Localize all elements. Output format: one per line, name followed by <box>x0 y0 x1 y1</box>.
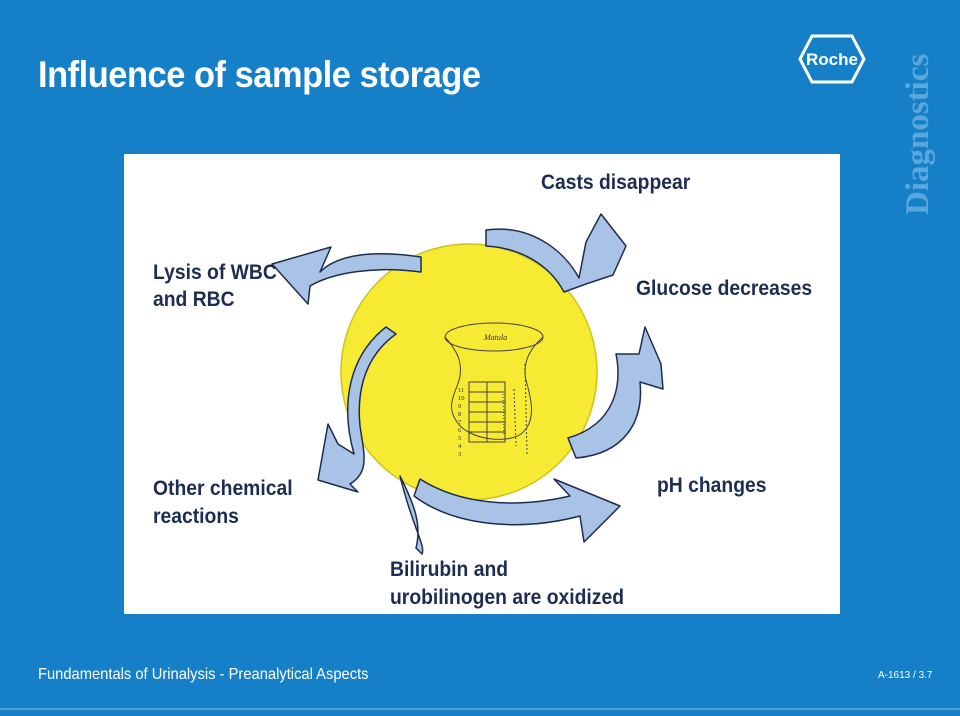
svg-text:5: 5 <box>458 435 461 442</box>
label-lysis-line2: and RBC <box>153 288 235 311</box>
label-casts-disappear: Casts disappear <box>541 171 691 194</box>
svg-text:6: 6 <box>458 427 462 434</box>
roche-logo: Roche <box>798 34 866 84</box>
arrow-to-lysis <box>271 246 422 305</box>
arrow-to-bili <box>399 475 424 555</box>
svg-text:11: 11 <box>458 387 464 394</box>
svg-text:7: 7 <box>458 419 462 426</box>
brand-text: Diagnostics <box>900 53 936 215</box>
svg-text:8: 8 <box>458 411 461 418</box>
slide-title: Influence of sample storage <box>38 54 481 95</box>
arrow-to-glucose <box>567 326 664 459</box>
bottom-divider <box>0 708 960 710</box>
label-other-line1: Other chemical <box>153 477 293 500</box>
matula-flask-drawing <box>444 322 544 455</box>
svg-text:3: 3 <box>458 451 461 458</box>
arrow-to-other <box>317 326 397 493</box>
slide-code: A-1613 / 3.7 <box>878 670 933 681</box>
brand-wordmark: Diagnostics <box>900 54 940 255</box>
arrow-to-casts <box>485 213 627 293</box>
svg-text:4: 4 <box>458 443 462 450</box>
svg-text:10: 10 <box>458 395 465 402</box>
label-ph-changes: pH changes <box>657 474 767 497</box>
label-bilirubin-line1: Bilirubin and <box>390 558 509 581</box>
svg-text:9: 9 <box>458 403 461 410</box>
arrow-to-ph <box>413 478 621 543</box>
logo-text: Roche <box>806 50 858 69</box>
matula-label: Matula <box>483 333 507 342</box>
label-lysis-line1: Lysis of WBC <box>153 261 277 284</box>
label-bilirubin-line2: urobilinogen are oxidized <box>390 586 625 609</box>
label-other-line2: reactions <box>153 505 239 528</box>
label-glucose-decreases: Glucose decreases <box>636 277 813 300</box>
footer-text: Fundamentals of Urinalysis - Preanalytic… <box>38 666 369 683</box>
